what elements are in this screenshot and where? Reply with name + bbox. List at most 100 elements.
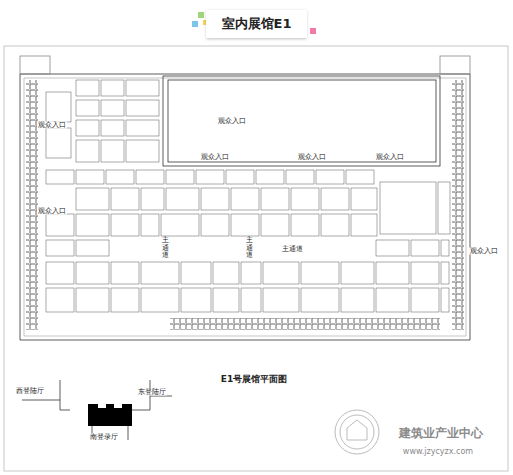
booth bbox=[46, 214, 74, 236]
deco-square bbox=[198, 12, 204, 18]
entrance-label: 观众入口 bbox=[37, 208, 67, 215]
booth bbox=[46, 262, 74, 284]
booth bbox=[76, 140, 99, 162]
booth bbox=[141, 188, 164, 210]
booth bbox=[411, 240, 439, 256]
booth bbox=[101, 120, 124, 136]
hall-label: 东登陆厅 bbox=[137, 389, 167, 396]
booth bbox=[291, 214, 319, 236]
booth bbox=[126, 140, 159, 162]
booth bbox=[161, 214, 199, 236]
booth bbox=[376, 240, 409, 256]
booth bbox=[181, 262, 211, 284]
booth bbox=[76, 288, 109, 312]
booth bbox=[231, 188, 259, 210]
title-tab: 室内展馆E1 bbox=[206, 10, 308, 38]
booth bbox=[76, 262, 109, 284]
booth bbox=[261, 188, 289, 210]
booth bbox=[76, 240, 109, 256]
deco-square bbox=[192, 21, 198, 27]
title-text: 室内展馆E1 bbox=[222, 16, 292, 31]
stall-row bbox=[452, 80, 464, 330]
booth bbox=[380, 182, 436, 234]
booth bbox=[291, 188, 319, 210]
booth bbox=[111, 288, 139, 312]
booth bbox=[141, 214, 159, 236]
entrance-label: 观众入口 bbox=[297, 154, 327, 161]
booth bbox=[166, 188, 199, 210]
booth bbox=[441, 240, 449, 256]
booth bbox=[101, 80, 124, 96]
entrance-label: 观众入口 bbox=[217, 118, 247, 125]
booth bbox=[101, 140, 124, 162]
panel-frame bbox=[4, 46, 508, 471]
booth bbox=[126, 120, 159, 136]
booth bbox=[441, 262, 449, 284]
booth bbox=[76, 100, 99, 116]
booth-group bbox=[46, 80, 450, 312]
booth bbox=[351, 214, 377, 236]
booth bbox=[241, 262, 261, 284]
aisle-label: 主通道 bbox=[245, 237, 254, 260]
booth bbox=[76, 188, 109, 210]
booth bbox=[201, 188, 229, 210]
watermark-seal bbox=[335, 410, 379, 454]
booth bbox=[141, 288, 179, 312]
booth bbox=[231, 214, 259, 236]
booth bbox=[316, 170, 344, 184]
stall-row bbox=[170, 318, 440, 330]
booth bbox=[241, 288, 261, 312]
booth bbox=[76, 120, 99, 136]
booth bbox=[141, 262, 179, 284]
booth bbox=[346, 170, 374, 184]
booth bbox=[321, 214, 349, 236]
stall-row bbox=[26, 80, 38, 330]
booth bbox=[196, 170, 224, 184]
booth bbox=[76, 214, 109, 236]
booth bbox=[76, 80, 99, 96]
booth bbox=[376, 262, 409, 284]
booth bbox=[126, 80, 159, 96]
booth bbox=[301, 288, 339, 312]
building-outline bbox=[20, 56, 470, 340]
booth bbox=[341, 262, 374, 284]
hall-label: 西登陆厅 bbox=[15, 388, 45, 395]
booth bbox=[46, 288, 74, 312]
deco-square bbox=[310, 28, 316, 34]
booth bbox=[181, 288, 211, 312]
entrance-label: 观众入口 bbox=[200, 154, 230, 161]
booth bbox=[411, 262, 439, 284]
booth bbox=[376, 288, 409, 312]
entrance-label: 观众入口 bbox=[469, 248, 499, 255]
booth bbox=[286, 170, 314, 184]
aisle-label: 主通道 bbox=[281, 246, 304, 253]
watermark: 建筑业产业中心 bbox=[398, 427, 484, 439]
booth bbox=[101, 100, 124, 116]
booth bbox=[226, 170, 254, 184]
hall-e1-marker bbox=[88, 404, 132, 426]
booth bbox=[46, 128, 71, 158]
booth bbox=[111, 262, 139, 284]
booth bbox=[351, 188, 377, 210]
booth bbox=[438, 182, 450, 234]
booth bbox=[411, 288, 439, 312]
booth bbox=[201, 214, 229, 236]
booth bbox=[111, 214, 139, 236]
booth bbox=[213, 262, 239, 284]
booth bbox=[126, 100, 159, 116]
booth bbox=[46, 92, 71, 122]
booth bbox=[261, 214, 289, 236]
booth bbox=[76, 170, 104, 184]
entrance-label: 观众入口 bbox=[37, 122, 67, 129]
booth bbox=[46, 240, 74, 256]
booth bbox=[341, 288, 374, 312]
caption: E1号展馆平面图 bbox=[221, 375, 287, 384]
booth bbox=[106, 170, 134, 184]
booth bbox=[256, 170, 284, 184]
hall-label: 南登录厅 bbox=[89, 434, 119, 441]
booth bbox=[46, 170, 74, 184]
booth bbox=[136, 170, 164, 184]
watermark: www.jzycyzx.com bbox=[402, 448, 474, 456]
booth bbox=[213, 288, 239, 312]
